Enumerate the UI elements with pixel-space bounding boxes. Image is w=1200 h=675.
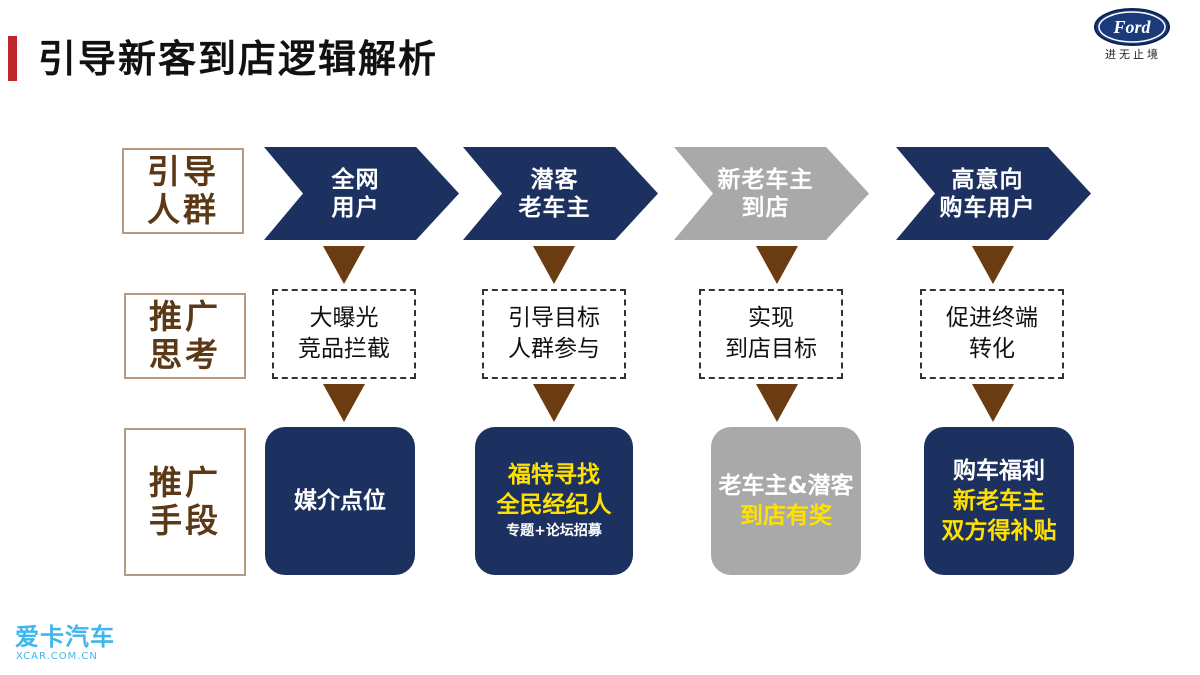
stage-2-method-box: 福特寻找 全民经纪人 专题+论坛招募	[475, 427, 633, 575]
row-label-line: 推广	[149, 463, 221, 502]
think-line: 人群参与	[508, 336, 600, 362]
row-label-line: 人群	[147, 190, 219, 229]
row-label-line: 手段	[149, 501, 221, 540]
ford-tagline: 进无止境	[1105, 48, 1161, 61]
chevron-line: 老车主	[518, 194, 591, 221]
think-line: 促进终端	[946, 305, 1038, 331]
method-line: 到店有奖	[740, 503, 832, 529]
row-label-line: 推广	[149, 297, 221, 336]
row-label-guide-people: 引导 人群	[122, 148, 244, 234]
think-line: 引导目标	[508, 305, 600, 331]
think-line: 竞品拦截	[298, 336, 390, 362]
method-line: 双方得补贴	[941, 518, 1057, 544]
stage-4-think-box: 促进终端 转化	[920, 289, 1064, 379]
title-accent-bar	[8, 36, 17, 81]
method-line: 全民经纪人	[496, 492, 612, 518]
row-label-line: 思考	[149, 335, 221, 374]
method-line: 福特寻找	[508, 462, 600, 488]
stage-1-think-box: 大曝光 竞品拦截	[272, 289, 416, 379]
stage-4-method-box: 购车福利 新老车主 双方得补贴	[924, 427, 1074, 575]
chevron-line: 新老车主	[717, 166, 814, 193]
chevron-line: 潜客	[530, 166, 579, 193]
stage-1-method-box: 媒介点位	[265, 427, 415, 575]
chevron-line: 全网	[331, 166, 380, 193]
row-label-promo-thinking: 推广 思考	[124, 293, 246, 379]
down-arrow	[323, 246, 365, 284]
xcar-watermark-logo: 爱卡汽车	[15, 623, 115, 651]
chevron-line: 高意向	[951, 166, 1024, 193]
stage-2-think-box: 引导目标 人群参与	[482, 289, 626, 379]
think-line: 到店目标	[725, 336, 817, 362]
chevron-line: 购车用户	[939, 194, 1036, 221]
stage-4-chevron: 高意向 购车用户	[896, 147, 1091, 240]
chevron-line: 用户	[331, 194, 380, 221]
svg-text:Ford: Ford	[1112, 17, 1151, 37]
down-arrow	[323, 384, 365, 422]
think-line: 大曝光	[309, 305, 379, 331]
method-line: 专题+论坛招募	[506, 523, 602, 539]
stage-3-method-box: 老车主&潜客 到店有奖	[711, 427, 861, 575]
stage-3-chevron: 新老车主 到店	[674, 147, 869, 240]
down-arrow	[756, 384, 798, 422]
think-line: 实现	[748, 305, 794, 331]
stage-2-chevron: 潜客 老车主	[463, 147, 658, 240]
ford-logo: Ford	[1094, 8, 1170, 46]
method-line: 购车福利	[953, 458, 1045, 484]
method-line: 媒介点位	[294, 488, 386, 514]
down-arrow	[756, 246, 798, 284]
method-line: 老车主&潜客	[718, 473, 854, 499]
page-title: 引导新客到店逻辑解析	[38, 37, 439, 81]
down-arrow	[533, 384, 575, 422]
method-line: 新老车主	[953, 488, 1045, 514]
down-arrow	[972, 384, 1014, 422]
row-label-promo-method: 推广 手段	[124, 428, 246, 576]
down-arrow	[972, 246, 1014, 284]
think-line: 转化	[969, 336, 1015, 362]
down-arrow	[533, 246, 575, 284]
row-label-line: 引导	[147, 152, 219, 191]
xcar-watermark-url: XCAR.COM.CN	[16, 651, 98, 662]
stage-3-think-box: 实现 到店目标	[699, 289, 843, 379]
chevron-line: 到店	[741, 194, 790, 221]
stage-1-chevron: 全网 用户	[264, 147, 459, 240]
